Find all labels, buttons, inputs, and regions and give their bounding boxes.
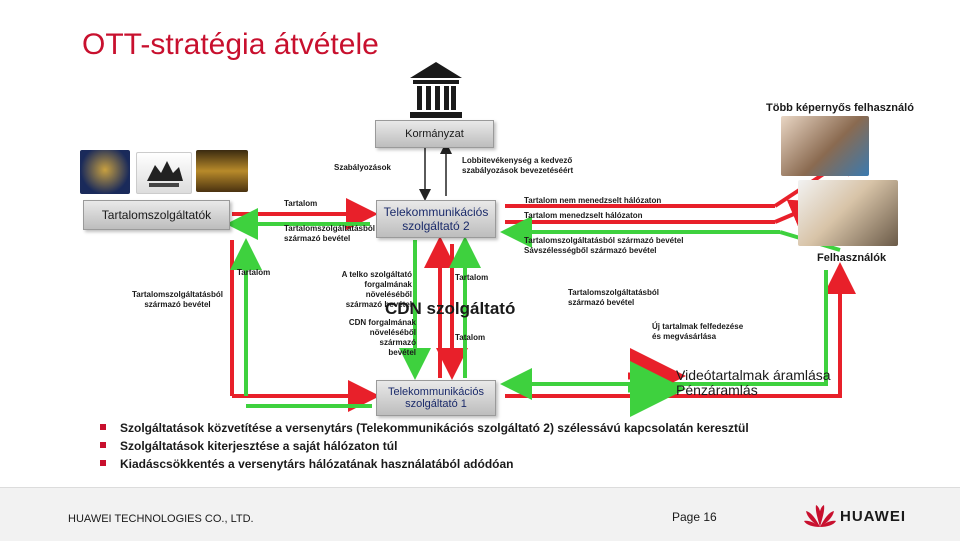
tatalom-label: Tatalom <box>455 333 486 342</box>
content-label-c: Tartalom <box>455 273 489 282</box>
lobbying-label: Lobbitevékenység a kedvező szabályozások… <box>462 156 574 175</box>
government-building-icon <box>407 60 465 122</box>
telco1-box: Telekommunikációs szolgáltató 1 <box>376 380 496 416</box>
huawei-brand: HUAWEI <box>840 508 906 525</box>
multi-screen-user-label: Több képernyős felhasználó <box>766 102 914 114</box>
page-number: Page 16 <box>672 510 717 524</box>
footer-company: HUAWEI TECHNOLOGIES CO., LTD. <box>68 513 254 525</box>
tv-users-photo <box>798 180 898 246</box>
phone-user-photo <box>781 116 869 176</box>
content-label-b: Tartalom <box>237 268 271 277</box>
telco2-box: Telekommunikációs szolgáltató 2 <box>376 200 496 238</box>
cdn-provider-label: CDN szolgáltató <box>385 299 516 318</box>
content-providers-box: Tartalomszolgáltatók <box>83 200 230 230</box>
unmanaged-content-label: Tartalom nem menedzselt hálózaton <box>524 196 662 205</box>
warner-bros-logo <box>80 150 130 194</box>
telco-revenue-label: A telko szolgáltató forgalmának növelésé… <box>341 270 412 309</box>
content-revenue-label-a: Tartalomszolgáltatásból származó bevétel <box>284 224 375 243</box>
government-box: Kormányzat <box>375 120 494 148</box>
content-label-a: Tartalom <box>284 199 318 208</box>
telco1-content-line <box>505 262 856 398</box>
cdn-revenue-label: CDN forgalmának növeléséből származó bev… <box>348 318 416 357</box>
new-content-label: Új tartalmak felfedezése és megvásárlása <box>652 322 744 341</box>
footer <box>0 487 960 541</box>
bullet-marker <box>100 424 106 430</box>
disney-pictures-logo <box>136 152 192 194</box>
regulations-label: Szabályozások <box>334 163 391 172</box>
huawei-flower-icon <box>803 503 837 529</box>
telco1-revenue-line <box>500 270 828 400</box>
users-label: Felhasználók <box>817 252 887 264</box>
content-revenue-label-c: Tartalomszolgáltatásból származó bevétel <box>568 288 659 307</box>
page-title: OTT-stratégia átvétele <box>82 28 379 61</box>
fox-logo <box>196 150 248 192</box>
bullet-marker <box>100 460 106 466</box>
left-revenue-label: Tartalomszolgáltatásból származó bevétel <box>132 290 223 309</box>
legend-video-label: Videótartalmak áramlása <box>676 367 831 383</box>
right-revenue-label: Tartalomszolgáltatásból származó bevétel… <box>524 236 684 255</box>
legend-money-label: Pénzáramlás <box>676 382 758 398</box>
managed-content-label: Tartalom menedzselt hálózaton <box>524 211 643 220</box>
bullet-marker <box>100 442 106 448</box>
